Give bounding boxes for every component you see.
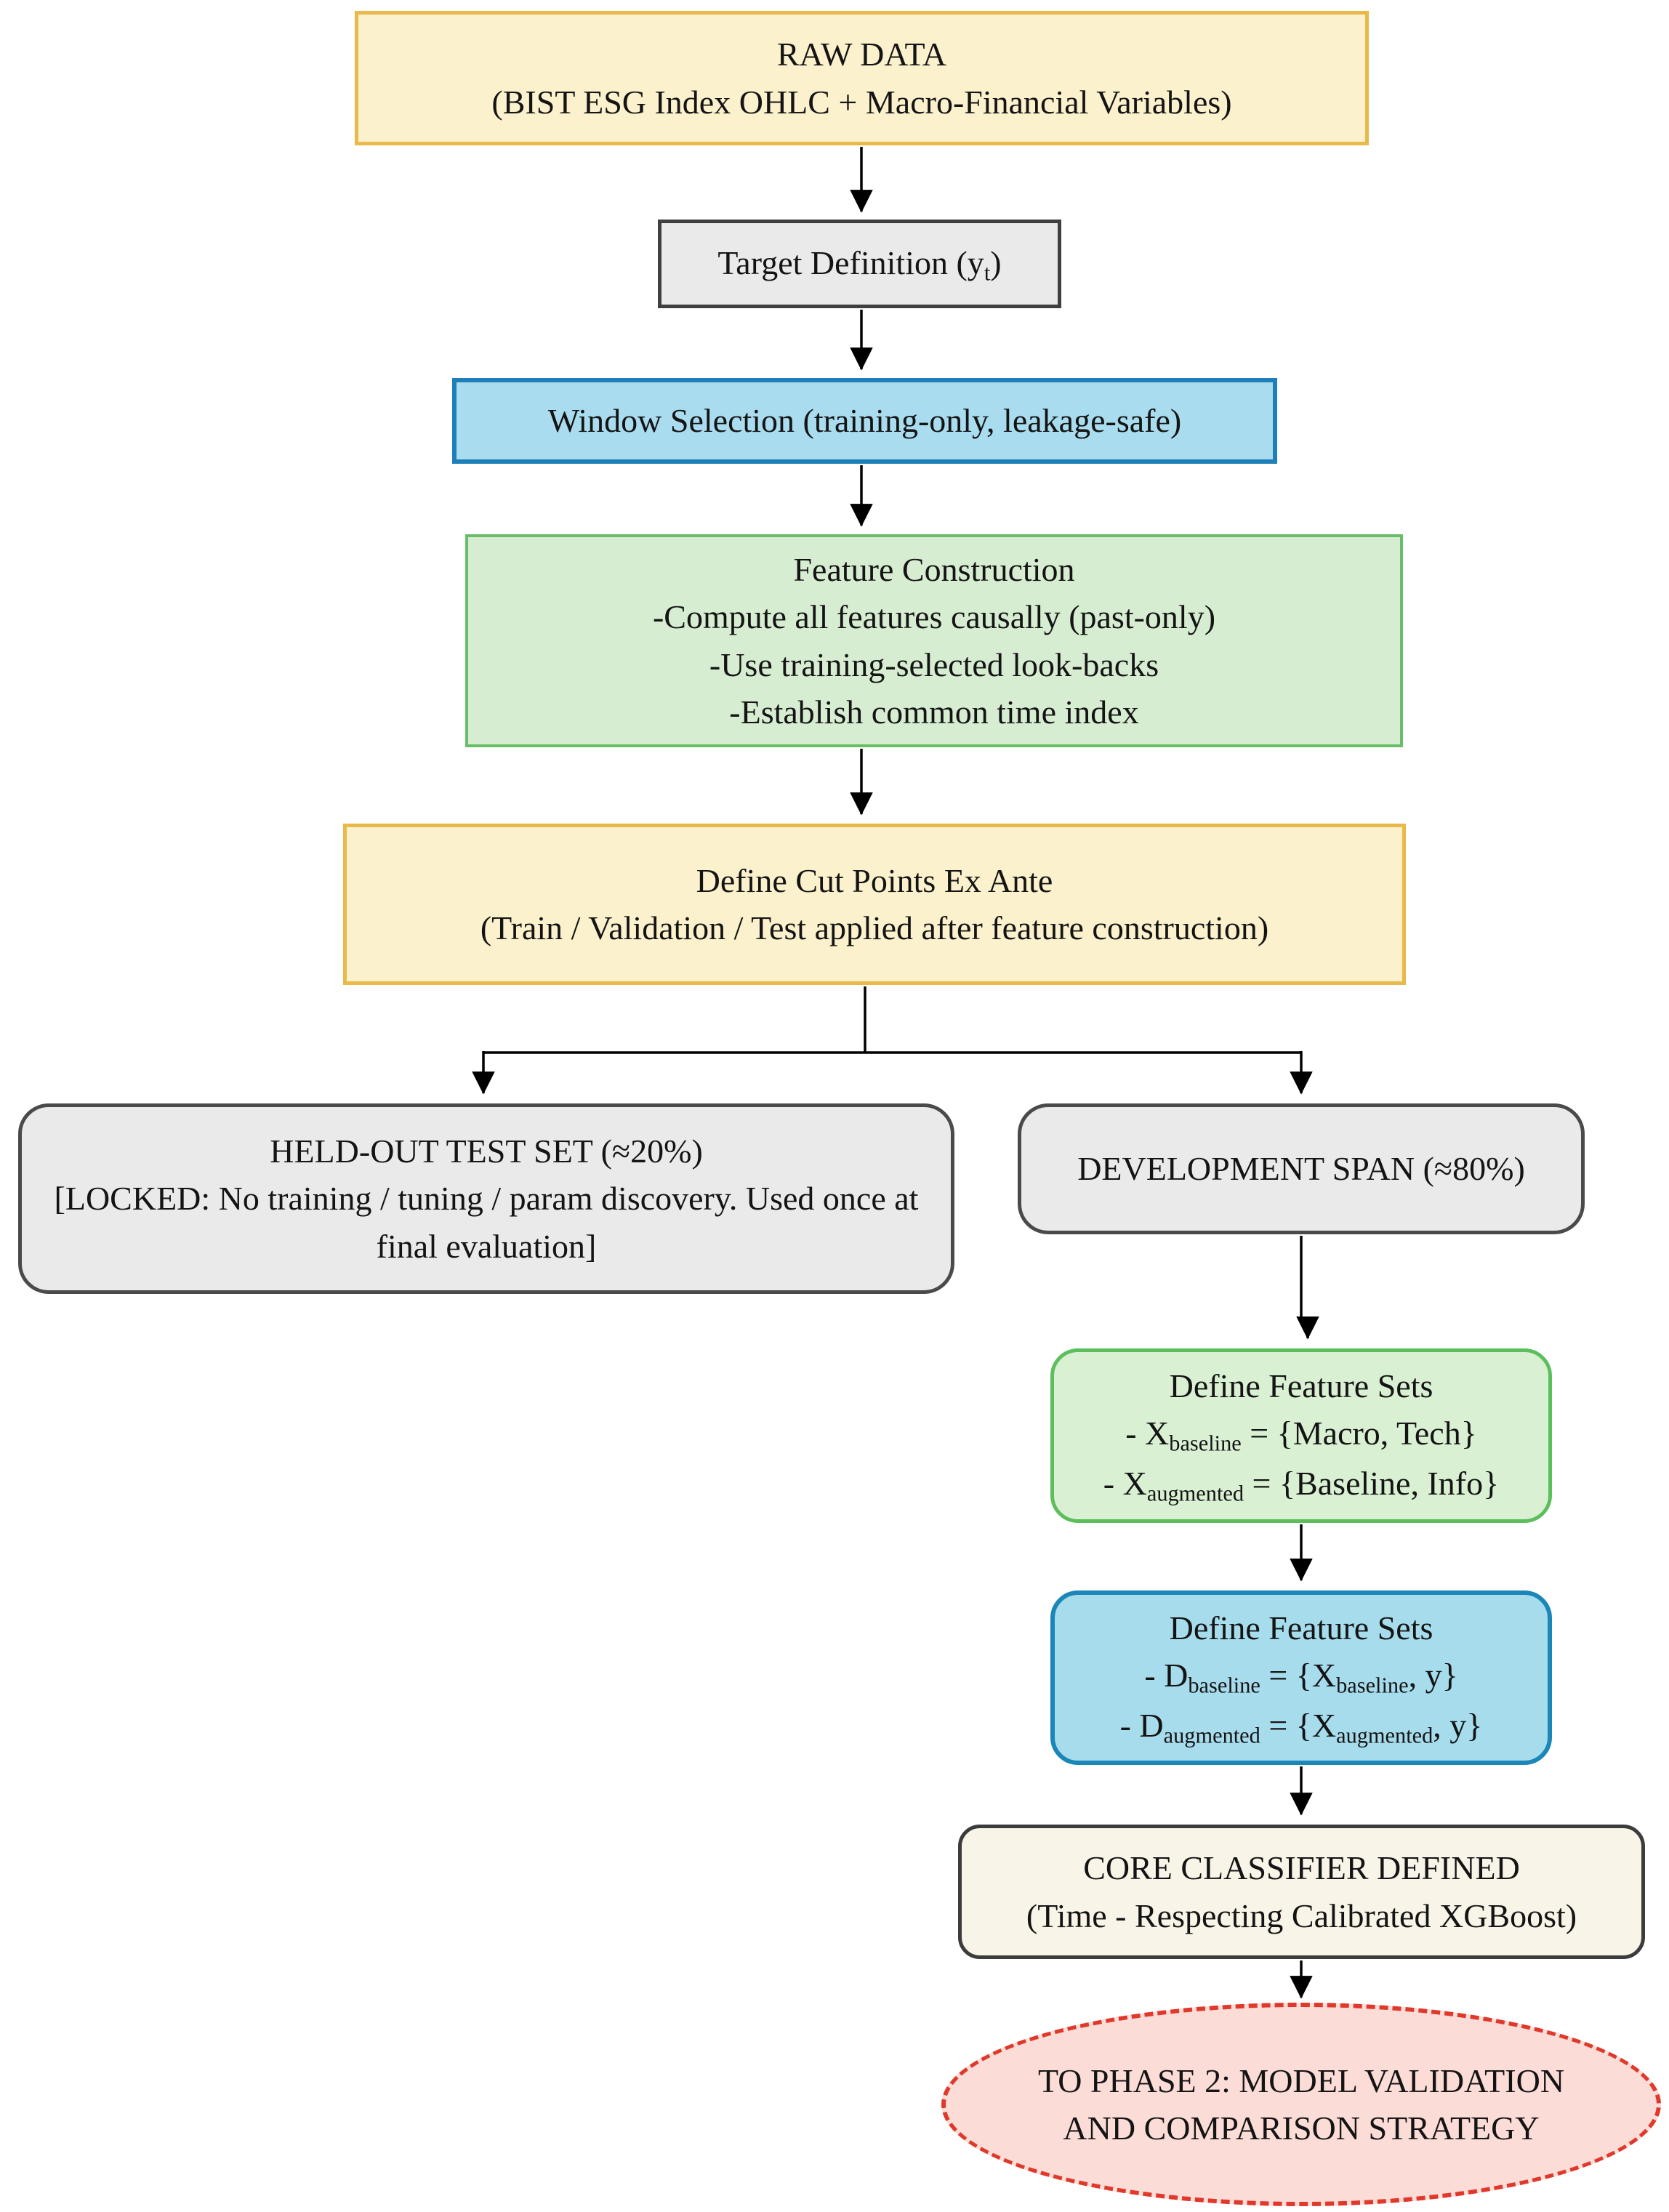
d-baseline-mid: = {X: [1260, 1657, 1337, 1694]
target-definition-text: Target Definition (y: [717, 244, 984, 281]
target-definition-node: Target Definition (yt): [658, 220, 1061, 308]
x-augmented-post: = {Baseline, Info}: [1244, 1464, 1500, 1502]
feature-sets-d-title: Define Feature Sets: [1169, 1609, 1433, 1646]
development-span-label: DEVELOPMENT SPAN (≈80%): [1077, 1150, 1525, 1188]
d-baseline-post: , y}: [1408, 1657, 1458, 1694]
feature-sets-x-augmented: - Xaugmented = {Baseline, Info}: [1054, 1460, 1548, 1510]
feature-sets-d-baseline: - Dbaseline = {Xbaseline, y}: [1055, 1652, 1548, 1702]
d-baseline-sub2: baseline: [1336, 1673, 1409, 1698]
phase2-line-1: TO PHASE 2: MODEL VALIDATION: [1037, 2062, 1565, 2099]
d-baseline-pre: - D: [1144, 1657, 1189, 1694]
raw-data-title: RAW DATA: [776, 36, 947, 73]
target-definition-close: ): [990, 244, 1002, 281]
d-augmented-post: , y}: [1433, 1706, 1483, 1744]
x-augmented-sub: augmented: [1146, 1481, 1244, 1506]
feature-construction-node: Feature Construction -Compute all featur…: [465, 534, 1403, 747]
development-span-node: DEVELOPMENT SPAN (≈80%): [1018, 1103, 1585, 1234]
feature-construction-title: Feature Construction: [793, 550, 1075, 588]
feature-sets-x-node: Define Feature Sets - Xbaseline = {Macro…: [1050, 1348, 1552, 1523]
x-baseline-sub: baseline: [1169, 1431, 1242, 1456]
d-baseline-sub: baseline: [1188, 1673, 1260, 1698]
target-definition-label: Target Definition (yt): [661, 239, 1058, 289]
window-selection-label: Window Selection (training-only, leakage…: [547, 402, 1182, 440]
feature-sets-x-baseline: - Xbaseline = {Macro, Tech}: [1054, 1409, 1548, 1460]
d-augmented-mid: = {X: [1260, 1706, 1337, 1744]
core-classifier-subtitle: (Time - Respecting Calibrated XGBoost): [1026, 1897, 1577, 1934]
target-definition-subscript: t: [984, 260, 991, 286]
x-baseline-post: = {Macro, Tech}: [1241, 1415, 1477, 1452]
arrow-development-to-xsets: [1296, 1236, 1319, 1340]
feature-sets-d-node: Define Feature Sets - Dbaseline = {Xbase…: [1050, 1590, 1552, 1765]
phase2-terminator: TO PHASE 2: MODEL VALIDATION AND COMPARI…: [941, 2003, 1661, 2206]
feature-construction-item-2: -Use training-selected look-backs: [709, 645, 1159, 683]
x-augmented-pre: - X: [1103, 1464, 1147, 1502]
feature-sets-x-title: Define Feature Sets: [1169, 1367, 1433, 1404]
held-out-test-set-node: HELD-OUT TEST SET (≈20%) [LOCKED: No tra…: [18, 1103, 954, 1294]
raw-data-node: RAW DATA (BIST ESG Index OHLC + Macro-Fi…: [355, 11, 1369, 145]
held-out-locked-note: [LOCKED: No training / tuning / param di…: [54, 1180, 919, 1265]
d-augmented-sub: augmented: [1163, 1723, 1260, 1748]
core-classifier-title: CORE CLASSIFIER DEFINED: [1083, 1849, 1520, 1887]
held-out-title: HELD-OUT TEST SET (≈20%): [270, 1133, 703, 1170]
feature-construction-item-1: -Compute all features causally (past-onl…: [652, 598, 1216, 636]
phase2-line-2: AND COMPARISON STRATEGY: [1063, 2110, 1540, 2147]
feature-sets-d-augmented: - Daugmented = {Xaugmented, y}: [1055, 1702, 1548, 1752]
core-classifier-node: CORE CLASSIFIER DEFINED (Time - Respecti…: [958, 1825, 1645, 1959]
define-cut-points-subtitle: (Train / Validation / Test applied after…: [480, 909, 1269, 946]
define-cut-points-node: Define Cut Points Ex Ante (Train / Valid…: [343, 824, 1406, 985]
window-selection-node: Window Selection (training-only, leakage…: [452, 378, 1277, 464]
feature-construction-item-3: -Establish common time index: [729, 693, 1139, 731]
d-augmented-sub2: augmented: [1336, 1723, 1433, 1748]
d-augmented-pre: - D: [1119, 1706, 1164, 1744]
define-cut-points-title: Define Cut Points Ex Ante: [696, 861, 1053, 899]
raw-data-subtitle: (BIST ESG Index OHLC + Macro-Financial V…: [491, 83, 1232, 121]
x-baseline-pre: - X: [1125, 1415, 1170, 1452]
